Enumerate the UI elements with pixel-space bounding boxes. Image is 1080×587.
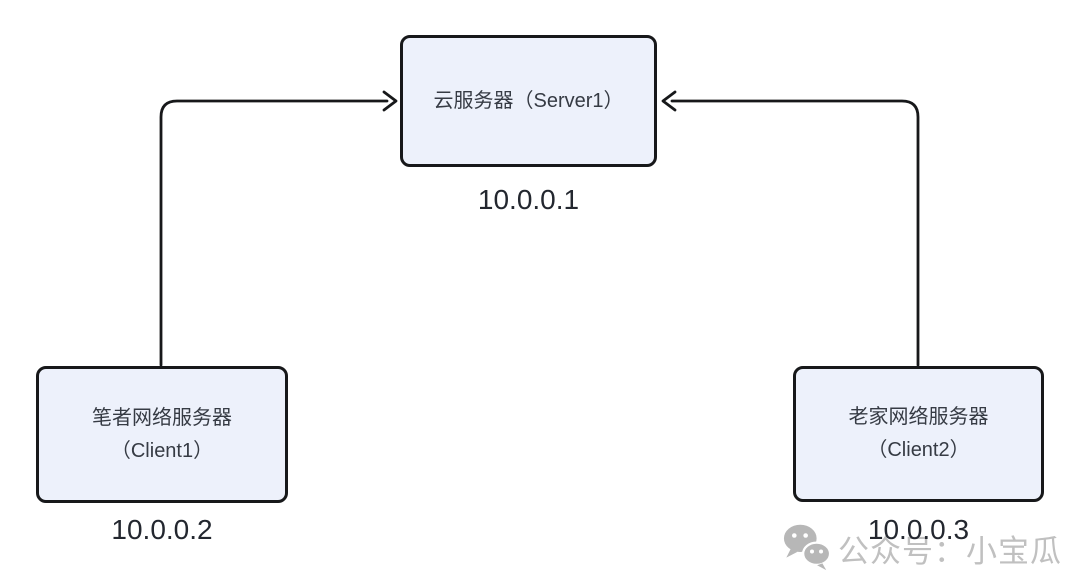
arrow-client2-path xyxy=(670,99,920,367)
wechat-icon xyxy=(783,524,832,571)
node-client2: 老家网络服务器 （Client2） xyxy=(793,366,1044,502)
node-client2-label-line1: 老家网络服务器 xyxy=(848,406,989,428)
ip-label-client2: 10.0.0.3 xyxy=(867,514,970,545)
node-client2-label-line2: （Client2） xyxy=(867,439,970,461)
arrowhead-left-icon xyxy=(661,90,677,112)
arrow-client2-to-server1 xyxy=(661,90,920,367)
node-server1: 云服务器（Server1） xyxy=(400,35,657,167)
node-client1-label-line1: 笔者网络服务器 xyxy=(92,406,232,429)
arrow-client1-path xyxy=(159,99,389,367)
watermark: 公众号：小宝瓜 xyxy=(782,522,1062,574)
ip-label-client1: 10.0.0.2 xyxy=(111,514,213,545)
ip-label-server1: 10.0.0.1 xyxy=(477,184,580,215)
node-client1-label-line2: （Client1） xyxy=(110,439,214,462)
watermark-text: 公众号：小宝瓜 xyxy=(838,533,1062,569)
node-server1-label: 云服务器（Server1） xyxy=(433,89,624,112)
node-client1: 笔者网络服务器 （Client1） xyxy=(36,366,288,503)
arrow-client1-to-server1 xyxy=(159,90,398,367)
arrowhead-right-icon xyxy=(382,90,398,112)
